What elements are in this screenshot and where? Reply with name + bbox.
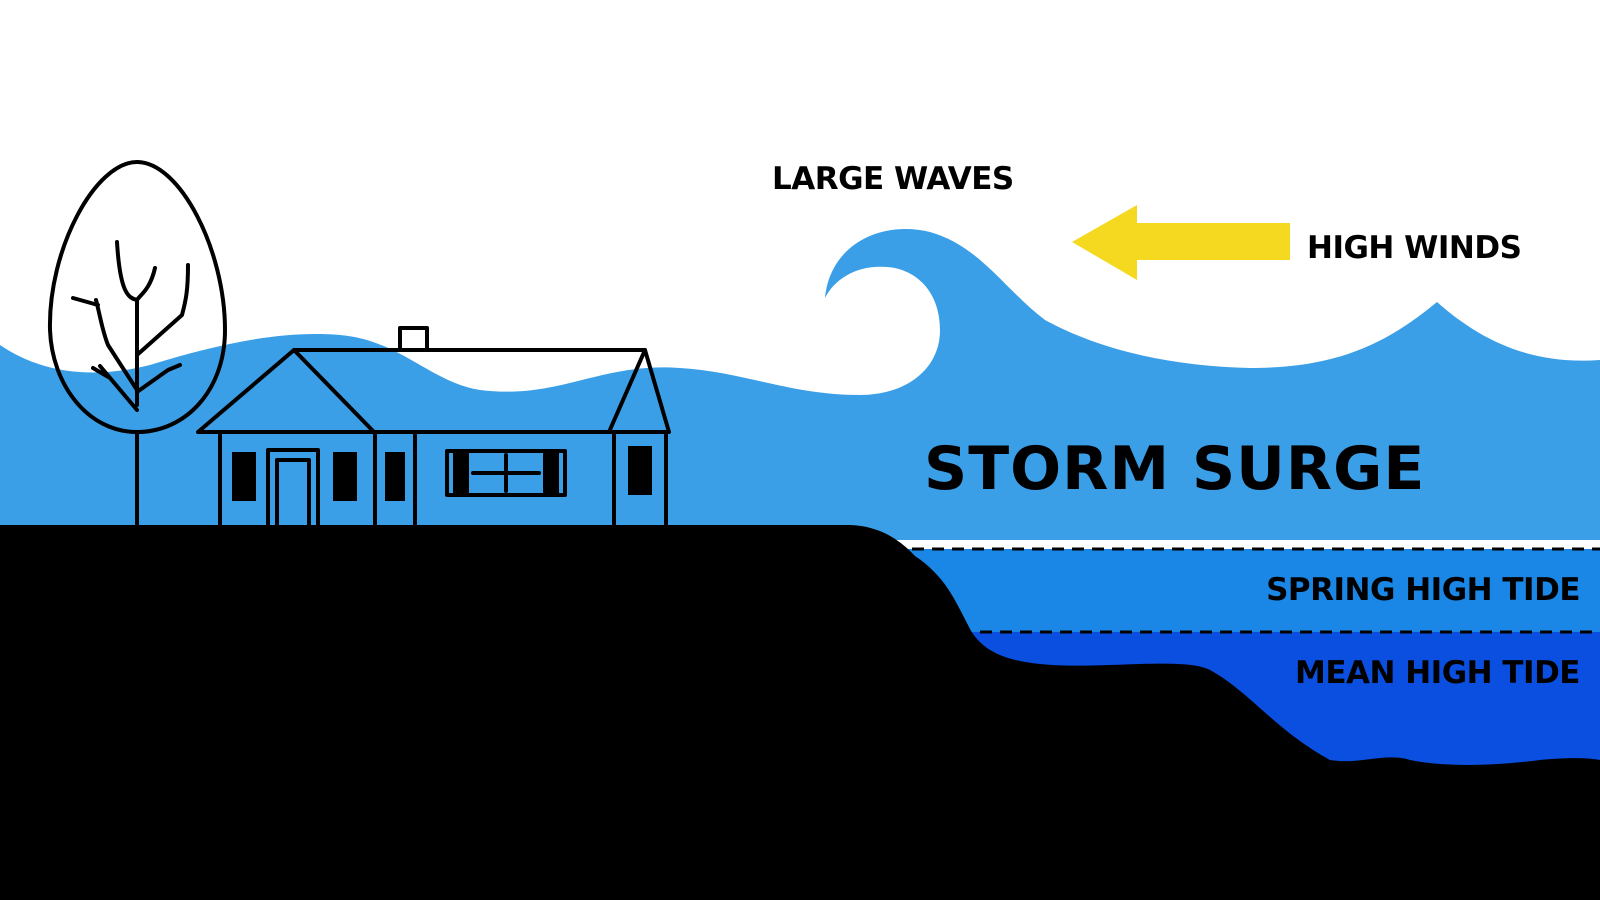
- ground: [0, 525, 1600, 900]
- large-waves-label: LARGE WAVES: [772, 161, 1014, 197]
- tree-icon: [47, 160, 227, 527]
- mean-high-tide-label: MEAN HIGH TIDE: [1295, 655, 1580, 691]
- house-icon: [196, 326, 671, 527]
- arrow-left-icon: [1072, 205, 1290, 280]
- high-winds-label: HIGH WINDS: [1307, 230, 1521, 266]
- spring-high-tide-band: [900, 549, 1600, 633]
- storm-surge-label: STORM SURGE: [924, 434, 1425, 504]
- spring-high-tide-label: SPRING HIGH TIDE: [1266, 572, 1580, 608]
